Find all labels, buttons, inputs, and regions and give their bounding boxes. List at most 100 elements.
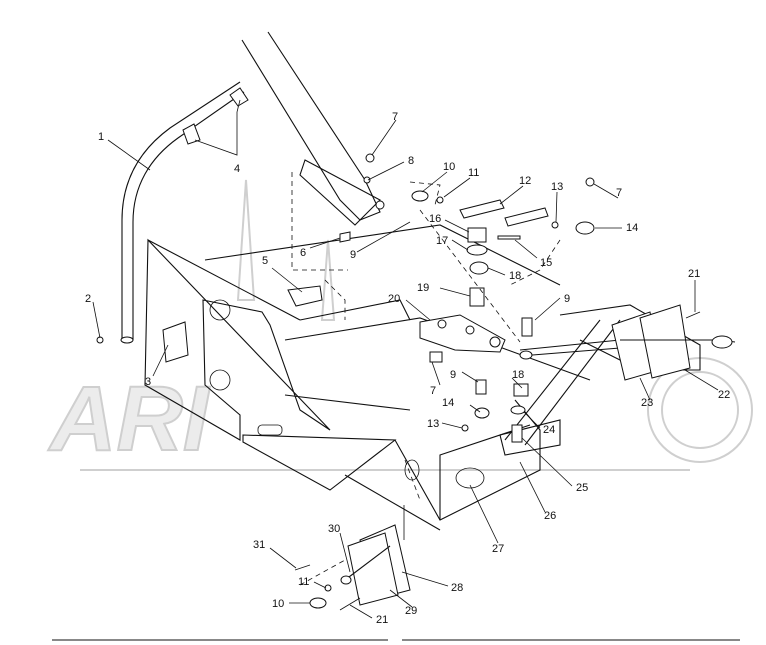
skid-slot: [257, 424, 283, 436]
callout-9b: 9: [564, 293, 570, 305]
rod-end-10b: [309, 597, 327, 609]
callout-14b: 14: [442, 397, 454, 409]
callout-labels: 1 2 3 4 5 6 7 7 7 8 9 9 9 10 10 11 11 12…: [85, 111, 730, 626]
leader-5: [271, 267, 303, 293]
rod-end-lower: [519, 350, 533, 360]
callout-16: 16: [429, 213, 441, 225]
washer-17: [466, 244, 488, 256]
bushing-18a: [469, 261, 489, 275]
frame-assembly: [144, 224, 701, 531]
callout-31: 31: [253, 539, 265, 551]
leader-7b: [593, 183, 619, 199]
leader-13a: [555, 191, 558, 223]
callout-14a: 14: [626, 222, 638, 234]
leader-19: [439, 287, 471, 297]
front-box: [394, 399, 541, 521]
nut-7c: [429, 351, 443, 363]
frame-floor-edge: [284, 394, 411, 411]
bracket-3: [162, 321, 189, 363]
leader-11b: [313, 581, 327, 589]
left-side-panel: [144, 238, 331, 441]
callout-3: 3: [145, 376, 151, 388]
callout-4: 4: [234, 163, 240, 175]
callout-18b: 18: [512, 369, 524, 381]
nut-13a: [551, 221, 559, 229]
tie-rod-lower: [519, 339, 621, 357]
callout-29: 29: [405, 605, 417, 617]
ref-line-2: [409, 181, 441, 206]
nut-13b: [461, 424, 469, 432]
callout-20: 20: [388, 293, 400, 305]
leader-31: [269, 547, 297, 569]
leader-10a: [421, 171, 448, 193]
handle-tube-end: [120, 336, 134, 344]
rod-end-10: [411, 190, 429, 202]
callout-11b: 11: [298, 576, 309, 588]
callout-7a: 7: [392, 111, 398, 123]
clip-5: [287, 285, 323, 307]
rod-end-14a: [575, 221, 595, 235]
leader-29: [389, 589, 413, 608]
frame-top-edge: [204, 224, 561, 286]
arm-hole-1: [437, 319, 447, 329]
lower-hardware: [294, 505, 411, 611]
ref-line-3: [419, 209, 521, 343]
leader-12: [499, 185, 524, 205]
leader-6: [309, 237, 341, 249]
leader-lines: [92, 99, 719, 619]
nut-7a: [365, 153, 375, 163]
callout-12: 12: [519, 175, 531, 187]
right-hardware: [611, 304, 736, 381]
arm-hole-2: [465, 325, 475, 335]
front-box-bottom: [344, 474, 441, 531]
screw-21a: [685, 311, 701, 319]
arm-hole-3: [489, 336, 501, 348]
gasket-29: [347, 532, 399, 606]
callout-25: 25: [576, 482, 588, 494]
leader-20: [405, 299, 431, 321]
bolt-25: [511, 424, 523, 443]
washer-8: [363, 176, 371, 184]
leader-25: [521, 437, 573, 487]
nut-18b: [513, 383, 529, 397]
callout-9a: 9: [350, 249, 356, 261]
nut-11: [436, 196, 444, 204]
leader-26: [519, 461, 546, 513]
frame-inner-edge: [299, 299, 411, 321]
ref-line-6: [404, 459, 421, 501]
handle-tube-inner: [132, 91, 245, 340]
leader-30: [339, 532, 351, 573]
watermark: ARI: [47, 179, 753, 471]
reference-lines: [291, 172, 561, 586]
tie-rod-12: [504, 207, 549, 227]
upper-hardware: [96, 153, 621, 443]
callout-21b: 21: [376, 614, 388, 626]
leader-7c: [431, 361, 441, 386]
diagonal-brace-2: [524, 319, 621, 446]
ref-line-1: [291, 172, 348, 271]
screw-6: [339, 231, 351, 243]
spacer-19: [469, 287, 485, 307]
leader-16: [444, 219, 470, 233]
callout-8: 8: [408, 155, 414, 167]
callout-18a: 18: [509, 270, 521, 282]
watermark-spire-mid: [320, 239, 336, 321]
leader-9c: [461, 371, 479, 383]
rod-30: [344, 545, 391, 581]
frame-rail: [284, 317, 591, 381]
leader-13b: [441, 422, 463, 429]
callout-11a: 11: [468, 167, 479, 179]
handle-grommet-lower: [182, 123, 201, 145]
callout-5: 5: [262, 255, 268, 267]
leader-28: [401, 571, 449, 587]
rod-sleeve: [459, 199, 505, 219]
leader-21b: [349, 604, 373, 619]
front-box-hole: [455, 467, 485, 489]
nut-7b: [585, 177, 595, 187]
cable-end: [711, 335, 733, 349]
leader-3: [152, 344, 169, 377]
handle-tube-outer: [121, 81, 241, 340]
leader-15: [514, 239, 538, 259]
callout-2: 2: [85, 293, 91, 305]
callout-6: 6: [300, 247, 306, 259]
